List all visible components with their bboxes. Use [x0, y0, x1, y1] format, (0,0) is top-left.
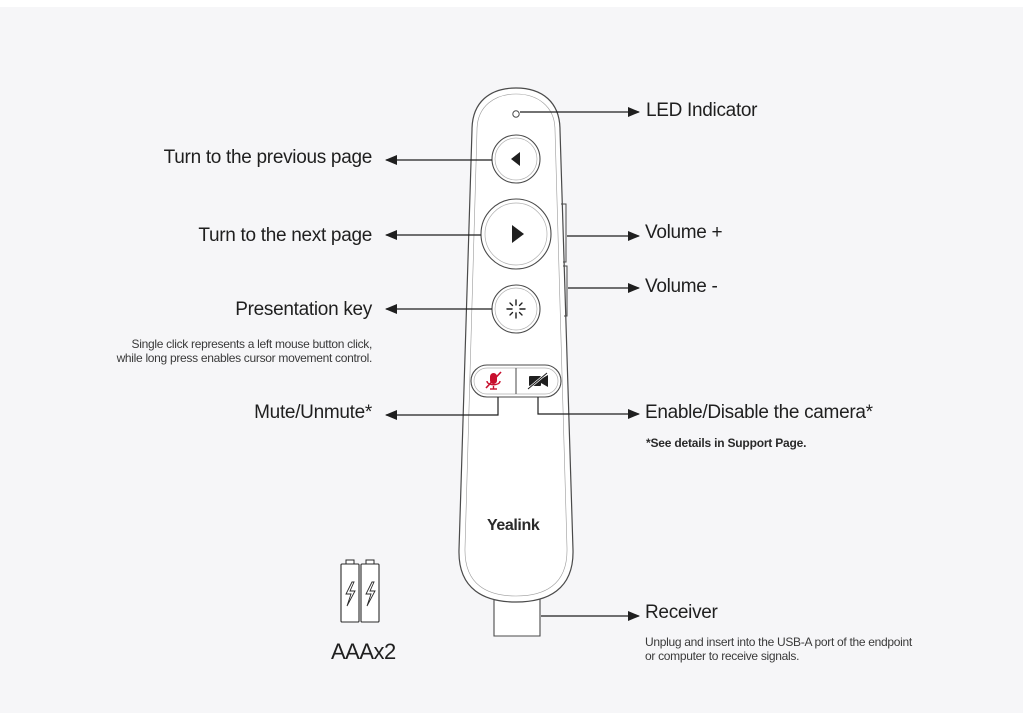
next-page-button: [480, 198, 552, 270]
previous-page-button: [491, 134, 541, 184]
receiver-note: Unplug and insert into the USB-A port of…: [645, 635, 912, 663]
label-led-indicator: LED Indicator: [646, 100, 758, 121]
arrow-mute: [385, 397, 499, 420]
triangle-right-icon: [512, 225, 524, 243]
led-dot-icon: [512, 110, 520, 118]
arrow-camera: [537, 397, 640, 419]
label-receiver: Receiver: [645, 602, 718, 623]
receiver-note-line: Unplug and insert into the USB-A port of…: [645, 635, 912, 649]
receiver-note-line: or computer to receive signals.: [645, 649, 800, 663]
laser-pointer-icon: [506, 299, 526, 319]
presentation-note-line: Single click represents a left mouse but…: [131, 337, 373, 351]
volume-up-key: [561, 203, 567, 263]
label-next-page: Turn to the next page: [198, 225, 372, 246]
presentation-note-line: while long press enables cursor movement…: [116, 351, 373, 365]
label-previous-page: Turn to the previous page: [163, 147, 373, 168]
label-camera: Enable/Disable the camera*: [645, 402, 873, 423]
top-band: [0, 0, 1023, 7]
label-mute-unmute: Mute/Unmute*: [254, 402, 372, 423]
aaa-battery-icon: [340, 559, 380, 623]
support-note: *See details in Support Page.: [646, 436, 807, 450]
microphone-muted-icon: [485, 371, 502, 390]
battery-label: AAAx2: [331, 639, 396, 664]
camera-off-icon: [527, 372, 548, 390]
brand-logo: Yealink: [487, 517, 540, 534]
label-volume-down: Volume -: [645, 276, 718, 297]
presentation-key-button: [491, 284, 541, 334]
presentation-note: Single click represents a left mouse but…: [116, 337, 373, 365]
triangle-left-icon: [511, 152, 520, 166]
label-presentation-key: Presentation key: [235, 299, 372, 320]
label-volume-up: Volume +: [645, 222, 723, 243]
volume-down-key: [563, 265, 568, 317]
